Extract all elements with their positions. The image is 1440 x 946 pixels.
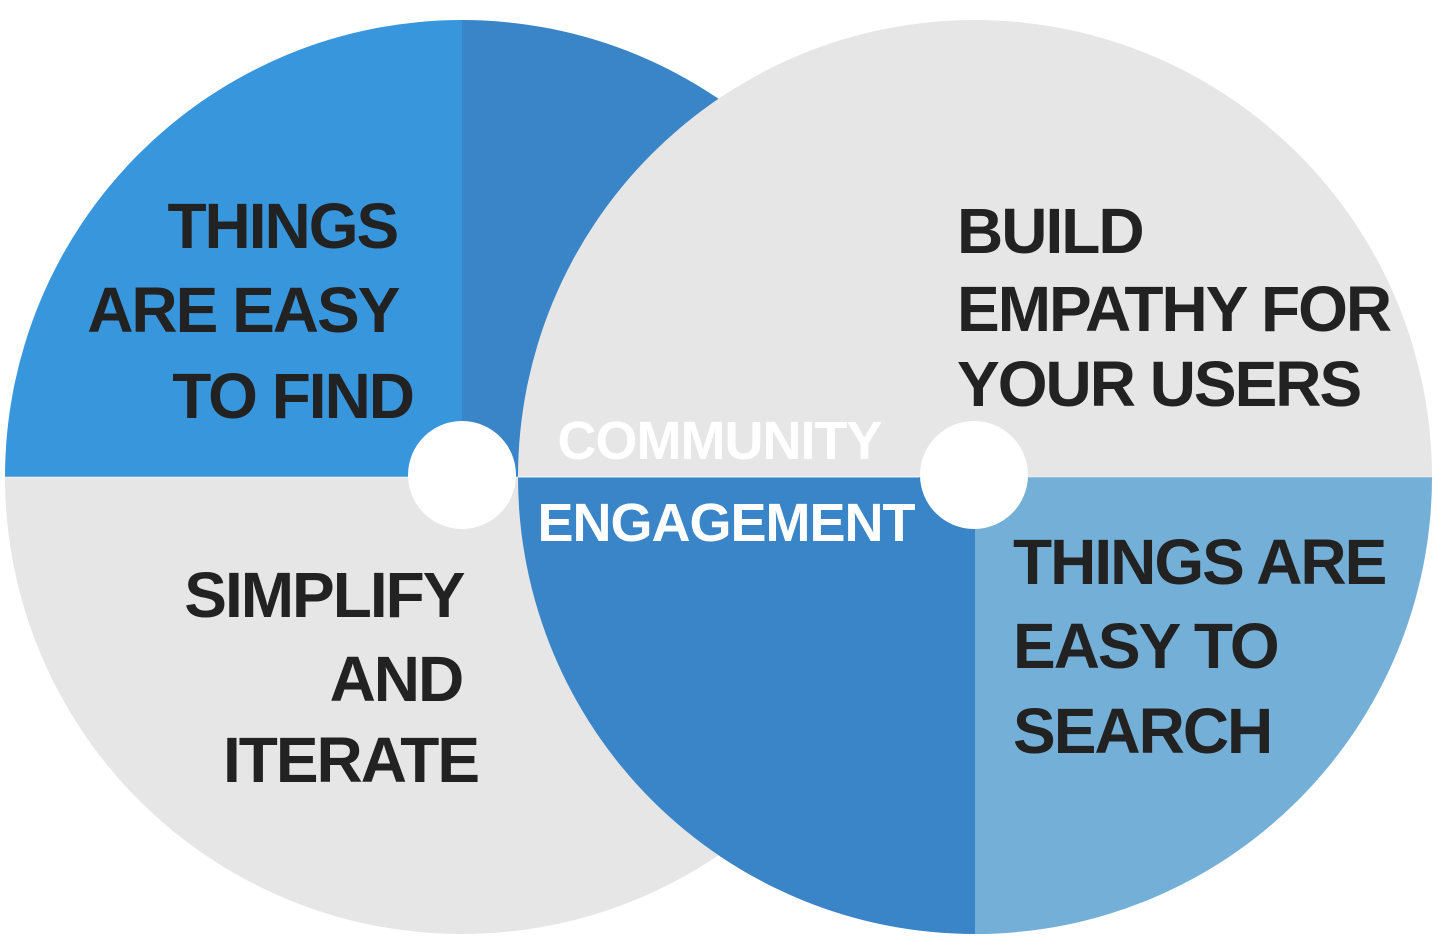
right-center-dot bbox=[920, 421, 1028, 529]
bottom-right-label-line: THINGS ARE bbox=[1013, 526, 1386, 598]
bottom-left-label-line: SIMPLIFY bbox=[184, 559, 464, 631]
top-left-label-line: THINGS bbox=[167, 190, 397, 262]
bottom-right-label-line: SEARCH bbox=[1013, 695, 1271, 767]
center-label-line: COMMUNITY bbox=[557, 411, 882, 471]
left-center-dot bbox=[408, 421, 516, 529]
bottom-right-label-line: EASY TO bbox=[1013, 610, 1278, 682]
top-left-label-line: ARE EASY bbox=[87, 274, 400, 346]
top-left-label-line: TO FIND bbox=[172, 360, 413, 432]
bottom-left-label: SIMPLIFY AND ITERATE bbox=[184, 559, 478, 796]
center-label: COMMUNITY ENGAGEMENT bbox=[537, 411, 915, 553]
center-label-line: ENGAGEMENT bbox=[537, 493, 915, 553]
bottom-left-label-line: AND bbox=[330, 643, 463, 715]
bottom-right-label: THINGS ARE EASY TO SEARCH bbox=[1013, 526, 1401, 767]
top-right-label-line: BUILD bbox=[957, 195, 1143, 267]
top-right-label: BUILD EMPATHY FOR YOUR USERS bbox=[957, 195, 1406, 420]
top-right-label-line: YOUR USERS bbox=[957, 348, 1361, 420]
top-right-label-line: EMPATHY FOR bbox=[957, 273, 1391, 345]
top-left-label: THINGS ARE EASY TO FIND bbox=[87, 190, 413, 432]
bottom-left-label-line: ITERATE bbox=[223, 724, 478, 796]
